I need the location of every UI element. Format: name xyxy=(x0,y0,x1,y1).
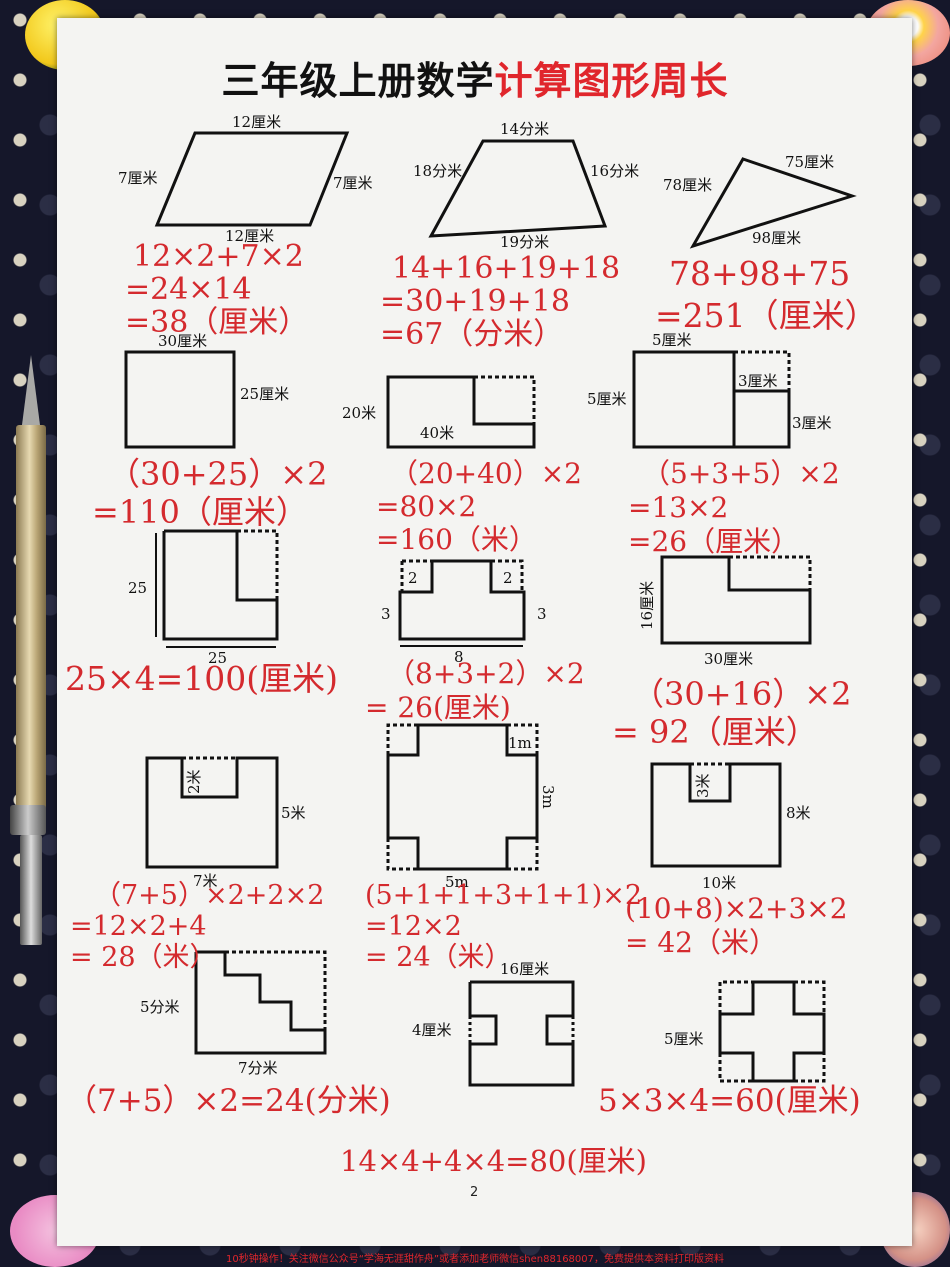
svg-text:8: 8 xyxy=(454,648,464,666)
svg-text:98厘米: 98厘米 xyxy=(752,229,801,247)
svg-text:20米: 20米 xyxy=(342,404,376,422)
answer-3: 78+98+75 =251（厘米） xyxy=(655,254,878,335)
svg-text:40米: 40米 xyxy=(420,424,454,442)
title-red: 计算图形周长 xyxy=(494,59,729,103)
pen-decoration xyxy=(10,355,50,955)
svg-text:4厘米: 4厘米 xyxy=(412,1021,452,1039)
figure-l-shape-1: 20米 40米 xyxy=(342,375,536,449)
svg-text:30厘米: 30厘米 xyxy=(704,650,753,668)
title-black: 三年级上册数学 xyxy=(221,59,495,103)
svg-text:12厘米: 12厘米 xyxy=(232,113,281,131)
svg-text:2: 2 xyxy=(503,569,513,587)
svg-text:18分米: 18分米 xyxy=(413,162,462,180)
figure-h-shape: 16厘米 4厘米 xyxy=(412,960,575,1087)
svg-text:10米: 10米 xyxy=(702,874,736,892)
svg-text:12厘米: 12厘米 xyxy=(225,227,274,245)
svg-text:75厘米: 75厘米 xyxy=(785,153,834,171)
svg-text:78厘米: 78厘米 xyxy=(663,176,712,194)
svg-text:5米: 5米 xyxy=(281,804,306,822)
svg-text:16分米: 16分米 xyxy=(590,162,639,180)
figure-two-squares: 5厘米 5厘米 3厘米 3厘米 xyxy=(587,331,832,449)
answer-11: (5+1+1+3+1+1)×2 =12×2 = 24（米） xyxy=(365,880,643,973)
svg-text:3厘米: 3厘米 xyxy=(792,414,832,432)
figure-triangle: 78厘米 75厘米 98厘米 xyxy=(663,153,857,249)
figure-u-notch-1: 2米 5米 7米 xyxy=(145,756,306,890)
svg-text:5分米: 5分米 xyxy=(140,998,180,1016)
figure-cross-corners: 1m 3m 5m xyxy=(386,723,557,891)
svg-text:16厘米: 16厘米 xyxy=(638,581,656,630)
answer-7: 25×4=100(厘米) xyxy=(65,659,339,698)
page-title: 三年级上册数学计算图形周长 xyxy=(0,50,950,105)
answer-15: 5×3×4=60(厘米) xyxy=(598,1083,861,1119)
svg-text:25: 25 xyxy=(208,649,227,667)
figure-square-notch: 25 25 xyxy=(128,529,279,667)
svg-text:7厘米: 7厘米 xyxy=(118,169,158,187)
answer-8: （8+3+2）×2 = 26(厘米) xyxy=(365,657,585,724)
svg-text:5m: 5m xyxy=(445,873,469,891)
svg-text:3: 3 xyxy=(381,605,391,623)
svg-text:1m: 1m xyxy=(508,734,532,752)
svg-text:2: 2 xyxy=(408,569,418,587)
svg-text:16厘米: 16厘米 xyxy=(500,960,549,978)
svg-text:25: 25 xyxy=(128,579,147,597)
svg-text:19分米: 19分米 xyxy=(500,233,549,251)
svg-text:25厘米: 25厘米 xyxy=(240,385,289,403)
figure-u-notch-2: 3米 8米 10米 xyxy=(650,762,811,892)
answer-12: (10+8)×2+3×2 = 42（米） xyxy=(625,892,848,959)
svg-text:7厘米: 7厘米 xyxy=(333,174,373,192)
svg-text:2米: 2米 xyxy=(185,769,203,794)
svg-text:8米: 8米 xyxy=(786,804,811,822)
answer-14: 14×4+4×4=80(厘米) xyxy=(340,1144,647,1178)
svg-text:3厘米: 3厘米 xyxy=(738,372,778,390)
figure-trapezoid: 14分米 18分米 16分米 19分米 xyxy=(413,120,639,251)
figure-plus: 5厘米 xyxy=(664,980,826,1083)
figure-t-shape: 2 2 3 3 8 xyxy=(381,559,547,666)
svg-text:7分米: 7分米 xyxy=(238,1059,278,1077)
answer-9: （30+16）×2 = 92（厘米） xyxy=(612,675,852,751)
page-number: 2 xyxy=(470,1185,479,1200)
answer-4: （30+25）×2 =110（厘米） xyxy=(92,455,328,531)
answer-1: 12×2+7×2 =24×14 =38（厘米） xyxy=(125,239,309,340)
figure-staircase: 5分米 7分米 xyxy=(140,950,327,1077)
answer-5: （20+40）×2 =80×2 =160（米） xyxy=(376,457,582,556)
figure-rectangle: 30厘米 25厘米 xyxy=(124,332,289,449)
figure-parallelogram: 12厘米 7厘米 7厘米 12厘米 xyxy=(118,113,373,245)
answer-10: （7+5）×2+2×2 =12×2+4 = 28（米） xyxy=(70,880,325,973)
svg-text:3: 3 xyxy=(537,605,547,623)
svg-text:3m: 3m xyxy=(539,785,557,809)
answer-6: （5+3+5）×2 =13×2 =26（厘米） xyxy=(628,457,840,558)
svg-text:30厘米: 30厘米 xyxy=(158,332,207,350)
answer-13: （7+5）×2=24(分米) xyxy=(66,1083,391,1119)
svg-text:5厘米: 5厘米 xyxy=(664,1030,704,1048)
answer-2: 14+16+19+18 =30+19+18 =67（分米） xyxy=(380,251,621,352)
svg-text:5厘米: 5厘米 xyxy=(587,390,627,408)
svg-text:14分米: 14分米 xyxy=(500,120,549,138)
svg-text:7米: 7米 xyxy=(193,872,218,890)
figure-l-shape-2: 16厘米 30厘米 xyxy=(638,555,812,668)
footer-watermark: 10秒钟操作！关注微信公众号“学海无涯甜作舟”或者添加老师微信shen88168… xyxy=(225,1254,725,1265)
svg-text:5厘米: 5厘米 xyxy=(652,331,692,349)
svg-text:3米: 3米 xyxy=(694,773,712,798)
